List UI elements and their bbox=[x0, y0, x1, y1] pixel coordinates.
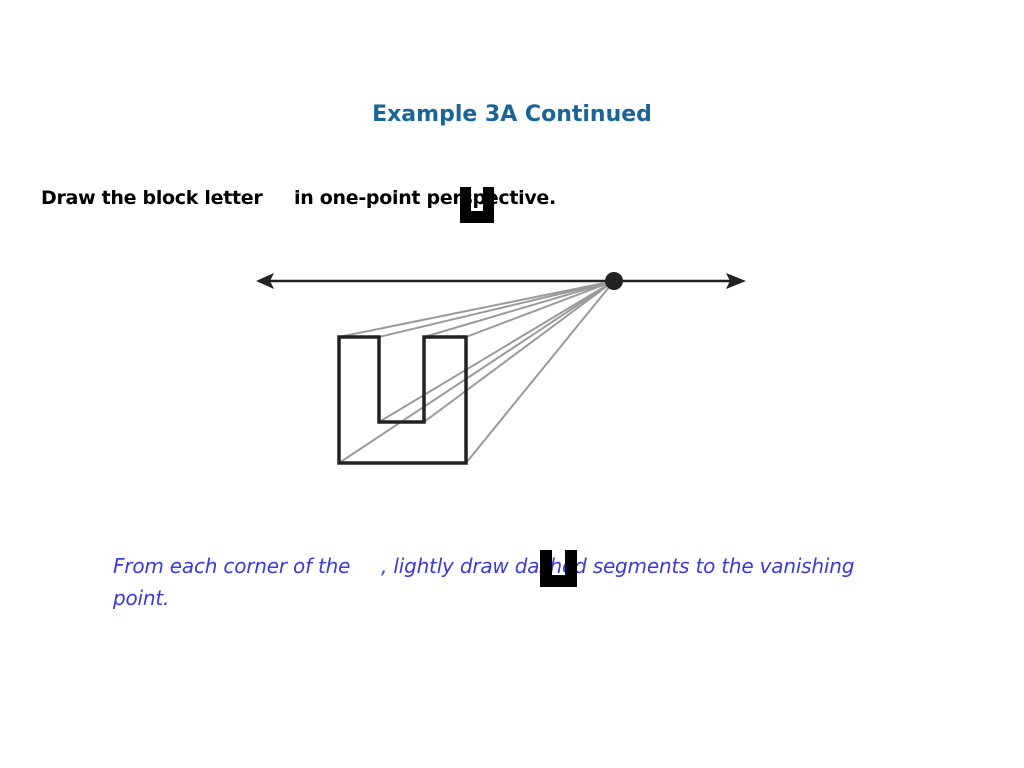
construction-line bbox=[338, 280, 615, 338]
note-line-2: point. bbox=[113, 586, 170, 610]
construction-line bbox=[423, 280, 615, 423]
block-letter-u-icon bbox=[460, 187, 494, 223]
right-arrow-icon bbox=[726, 273, 746, 289]
left-arrow-icon bbox=[256, 273, 274, 289]
block-letter-u-outline bbox=[337, 335, 468, 465]
instruction-before: Draw the block letter bbox=[41, 187, 263, 209]
construction-line bbox=[465, 280, 615, 338]
construction-line bbox=[378, 280, 615, 423]
vanishing-point-dot bbox=[605, 272, 623, 290]
construction-line bbox=[378, 280, 615, 338]
construction-line bbox=[338, 280, 615, 464]
construction-lines bbox=[338, 280, 615, 464]
horizon-line bbox=[256, 273, 746, 289]
slide-title: Example 3A Continued bbox=[372, 102, 652, 127]
construction-line bbox=[423, 280, 615, 338]
construction-line bbox=[465, 280, 615, 464]
block-letter-u-icon bbox=[540, 550, 577, 587]
